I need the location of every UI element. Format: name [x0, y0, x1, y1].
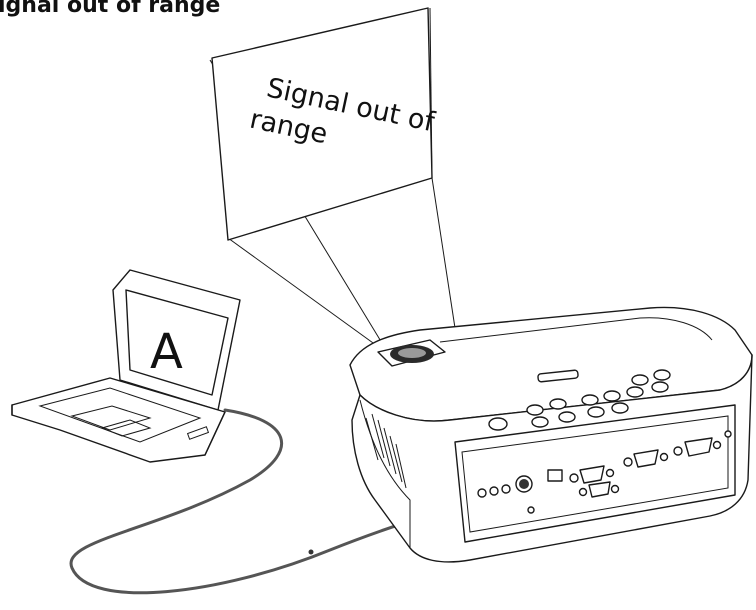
projector: [349, 306, 753, 563]
cable-clip-marker: [308, 549, 314, 555]
connector-ports: [477, 430, 732, 514]
projection-screen: Signal out of range: [211, 7, 438, 241]
side-vent-lines: [365, 413, 407, 489]
heading-text: ignal out of range: [0, 0, 220, 18]
laptop: A: [11, 269, 241, 463]
projector-lens: [377, 339, 446, 367]
control-buttons: [488, 369, 671, 431]
laptop-screen-letter: A: [150, 324, 183, 380]
status-display: [537, 369, 579, 383]
